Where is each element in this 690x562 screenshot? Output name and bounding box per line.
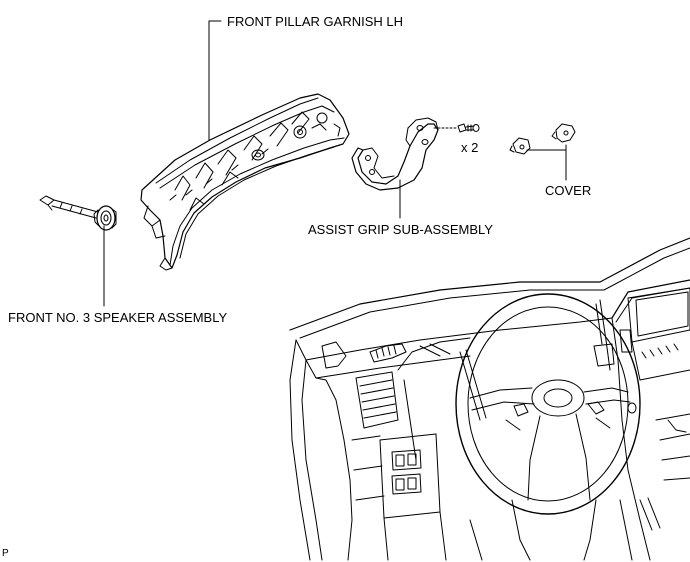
cover-label: COVER xyxy=(545,183,592,198)
screw-quantity-label: x 2 xyxy=(461,140,479,155)
screw-part xyxy=(458,124,479,132)
front-pillar-garnish-label: FRONT PILLAR GARNISH LH xyxy=(227,14,404,29)
speaker-label: FRONT NO. 3 SPEAKER ASSEMBLY xyxy=(8,310,228,325)
speaker-assembly-part xyxy=(40,196,116,230)
assist-grip-label: ASSIST GRIP SUB-ASSEMBLY xyxy=(308,222,493,237)
assist-grip-part xyxy=(352,118,438,190)
front-pillar-garnish-part xyxy=(141,94,349,270)
dashboard-interior xyxy=(290,238,690,560)
cover-parts xyxy=(510,124,575,154)
corner-mark: P xyxy=(2,548,9,559)
